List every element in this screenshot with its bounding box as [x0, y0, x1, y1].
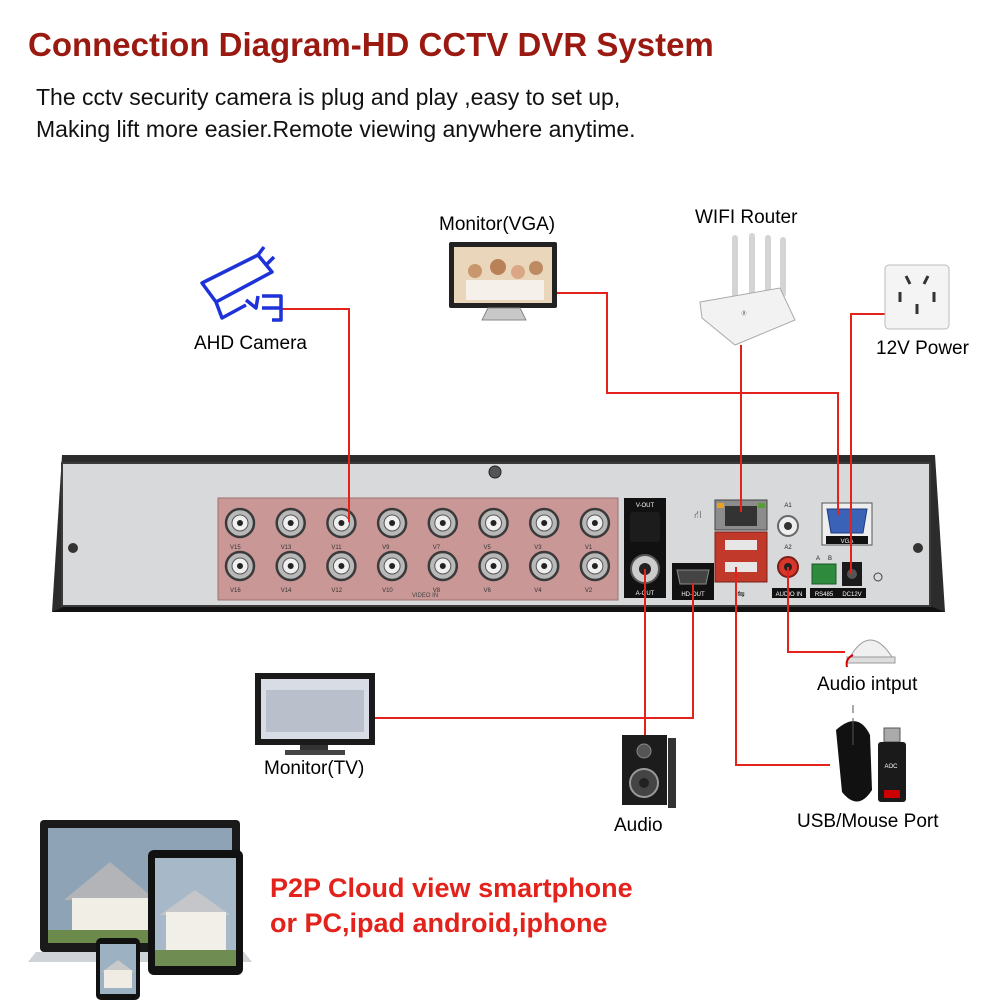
- dc12v-label: DC12V: [842, 592, 861, 598]
- p2p-promo-line-2: or PC,ipad android,iphone: [270, 908, 608, 938]
- terminal-a-label: A: [816, 556, 820, 562]
- terminal-b-label: B: [828, 556, 832, 562]
- rs485-label: RS485: [815, 592, 834, 598]
- line-hdmi-tv: [375, 583, 694, 719]
- tv-monitor-icon: [255, 673, 375, 755]
- usb-port-block: [714, 531, 768, 583]
- bnc-port-v2: [579, 550, 611, 582]
- a2-label: A2: [784, 545, 792, 551]
- line-audio-input: [787, 567, 845, 653]
- router-brand-label: Ⓡ: [741, 310, 746, 317]
- monitor-vga-icon: [449, 242, 557, 321]
- usb-port-1: [725, 540, 757, 550]
- flash-drive-brand: AOC: [884, 764, 898, 770]
- bnc-port-v8: [427, 550, 459, 582]
- bnc-label-v13: V13: [281, 545, 292, 551]
- usb-symbol-icon: ⇋: [737, 589, 745, 599]
- bnc-label-v5: V5: [484, 545, 492, 551]
- bnc-label-v16: V16: [230, 588, 241, 594]
- v-out-label: V-OUT: [636, 503, 655, 509]
- usb-port-2: [725, 562, 757, 572]
- bnc-label-v3: V3: [534, 545, 542, 551]
- bnc-label-v4: V4: [534, 588, 542, 594]
- bnc-label-v6: V6: [484, 588, 492, 594]
- usb-flash-drive-icon: AOC: [878, 727, 906, 802]
- wall-socket-icon: [884, 264, 950, 330]
- bnc-port-v1: [579, 507, 611, 539]
- monitor-tv-label: Monitor(TV): [264, 758, 365, 779]
- bnc-label-v7: V7: [433, 545, 441, 551]
- bnc-port-v13: [275, 507, 306, 539]
- wifi-router-icon: Ⓡ: [699, 233, 796, 346]
- bnc-label-v1: V1: [585, 545, 593, 551]
- video-in-label: VIDEO IN: [412, 593, 438, 599]
- bnc-label-v9: V9: [382, 545, 390, 551]
- cctv-camera-icon: [200, 245, 283, 322]
- video-input-panel: [217, 497, 619, 601]
- bnc-port-v6: [478, 550, 509, 582]
- diagram-title: Connection Diagram-HD CCTV DVR System: [28, 26, 714, 63]
- line-power: [850, 313, 885, 574]
- vga-port: [826, 508, 868, 534]
- bnc-port-v15: [224, 507, 256, 539]
- bnc-label-v11: V11: [331, 545, 342, 551]
- bnc-port-v9: [376, 507, 408, 539]
- bnc-port-v5: [478, 507, 509, 539]
- bnc-port-array: [224, 507, 611, 582]
- hdmi-port: [676, 569, 710, 585]
- bnc-label-v15: V15: [230, 545, 241, 551]
- bnc-port-v7: [427, 507, 459, 539]
- subtitle-line-2: Making lift more easier.Remote viewing a…: [36, 116, 636, 142]
- ahd-camera-label: AHD Camera: [194, 333, 307, 354]
- vga-label: VGA: [841, 539, 854, 545]
- microphone-icon: [845, 639, 896, 668]
- bnc-label-v10: V10: [382, 588, 393, 594]
- monitor-vga-label: Monitor(VGA): [439, 214, 556, 235]
- p2p-promo-line-1: P2P Cloud view smartphone: [270, 873, 633, 903]
- line-vga-monitor: [555, 292, 839, 515]
- bnc-label-v14: V14: [281, 588, 292, 594]
- bnc-port-v12: [326, 550, 357, 582]
- audio-label: Audio: [614, 815, 663, 836]
- bnc-port-v4: [528, 550, 560, 582]
- bnc-port-v14: [275, 550, 306, 582]
- bnc-label-v12: V12: [331, 588, 342, 594]
- wifi-router-label: WIFI Router: [695, 207, 798, 228]
- bnc-port-v11: [326, 507, 357, 539]
- power-label: 12V Power: [876, 338, 969, 359]
- v-out-port: [630, 512, 660, 542]
- bnc-label-v2: V2: [585, 588, 593, 594]
- connection-lines: [280, 292, 885, 766]
- subtitle-line-1: The cctv security camera is plug and pla…: [36, 84, 621, 110]
- bnc-label-v8: V8: [433, 588, 441, 594]
- network-icon: ⛙: [694, 509, 702, 521]
- bnc-port-v16: [224, 550, 256, 582]
- ground-screw-icon: [873, 572, 883, 582]
- usb-mouse-label: USB/Mouse Port: [797, 811, 939, 832]
- multi-device-icon: [28, 820, 252, 1000]
- usb-mouse-icon: [836, 705, 872, 802]
- a1-label: A1: [784, 503, 792, 509]
- rs485-terminal: [811, 563, 837, 585]
- line-camera-to-video-in: [280, 308, 350, 522]
- line-usb-mouse: [735, 567, 830, 766]
- audio-input-label: Audio intput: [817, 674, 918, 695]
- bnc-port-v3: [528, 507, 560, 539]
- bnc-port-v10: [376, 550, 408, 582]
- speaker-icon: [622, 735, 676, 808]
